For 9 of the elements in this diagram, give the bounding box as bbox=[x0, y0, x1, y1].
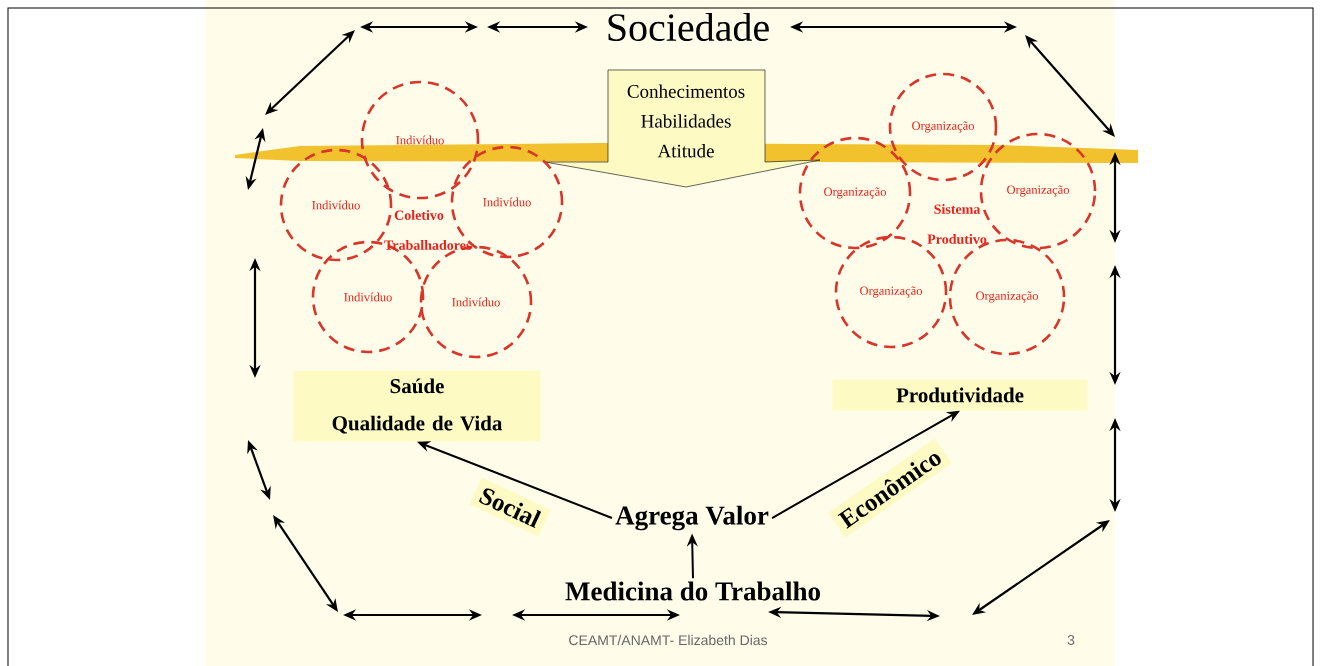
text-box: Saúde Qualidade de Vida bbox=[293, 370, 541, 442]
edge-label: Social bbox=[469, 477, 551, 537]
bold-text: Medicina do Trabalho bbox=[565, 581, 820, 601]
footer-text: 3 bbox=[1067, 635, 1075, 645]
callout-box: Conhecimentos Habilidades Atitude bbox=[544, 69, 821, 188]
bold-text: Agrega Valor bbox=[615, 505, 769, 531]
footer-text: CEAMT/ANAMT- Elizabeth Dias bbox=[569, 634, 768, 646]
text-box: Produtividade bbox=[832, 379, 1088, 411]
heading-text: Sociedade bbox=[608, 12, 769, 42]
